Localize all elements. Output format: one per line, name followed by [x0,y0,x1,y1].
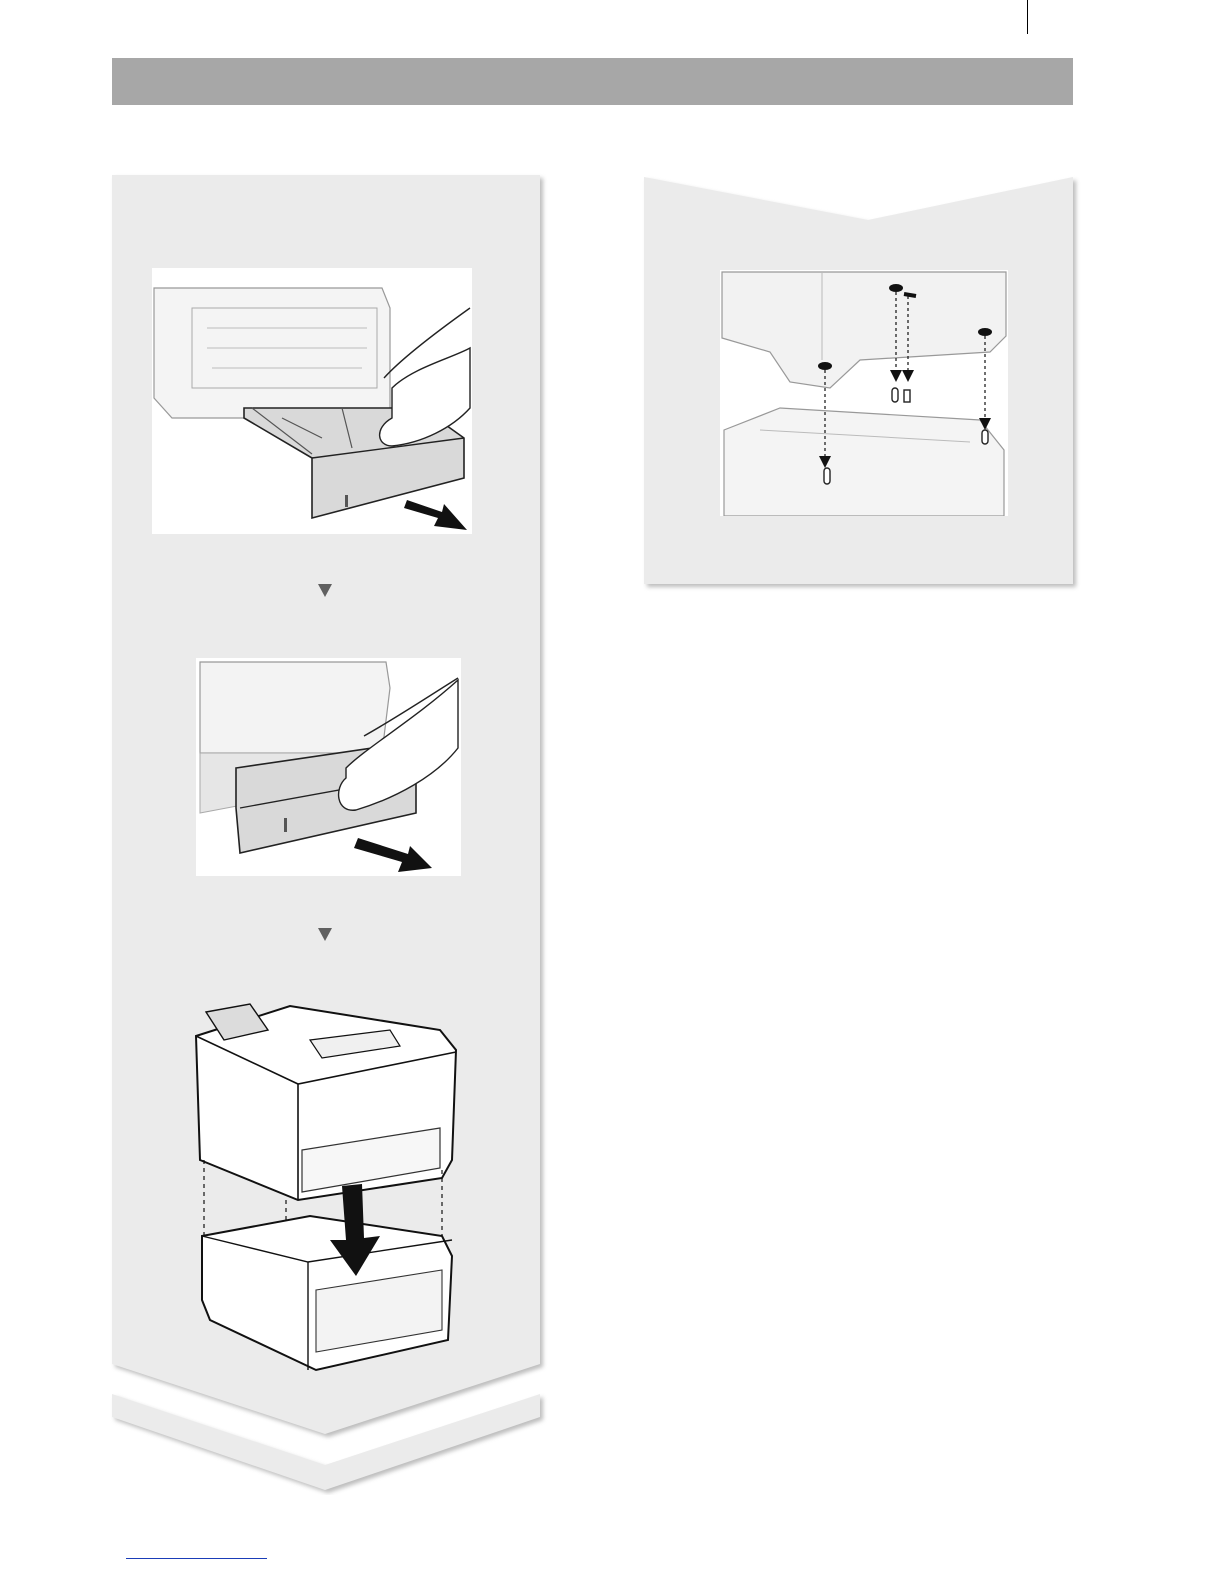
footer-link-underline [126,1558,267,1559]
place-printer-on-feeder-illustration [190,1000,462,1378]
next-step-arrow-icon [318,584,332,597]
section-header-bar [112,58,1073,105]
crop-mark [1027,0,1028,34]
align-pins-with-holes-illustration [720,270,1008,516]
next-step-arrow-icon [318,928,332,941]
pull-out-tray-from-printer-illustration [196,658,461,876]
pull-out-tray-from-feeder-illustration [152,268,472,534]
